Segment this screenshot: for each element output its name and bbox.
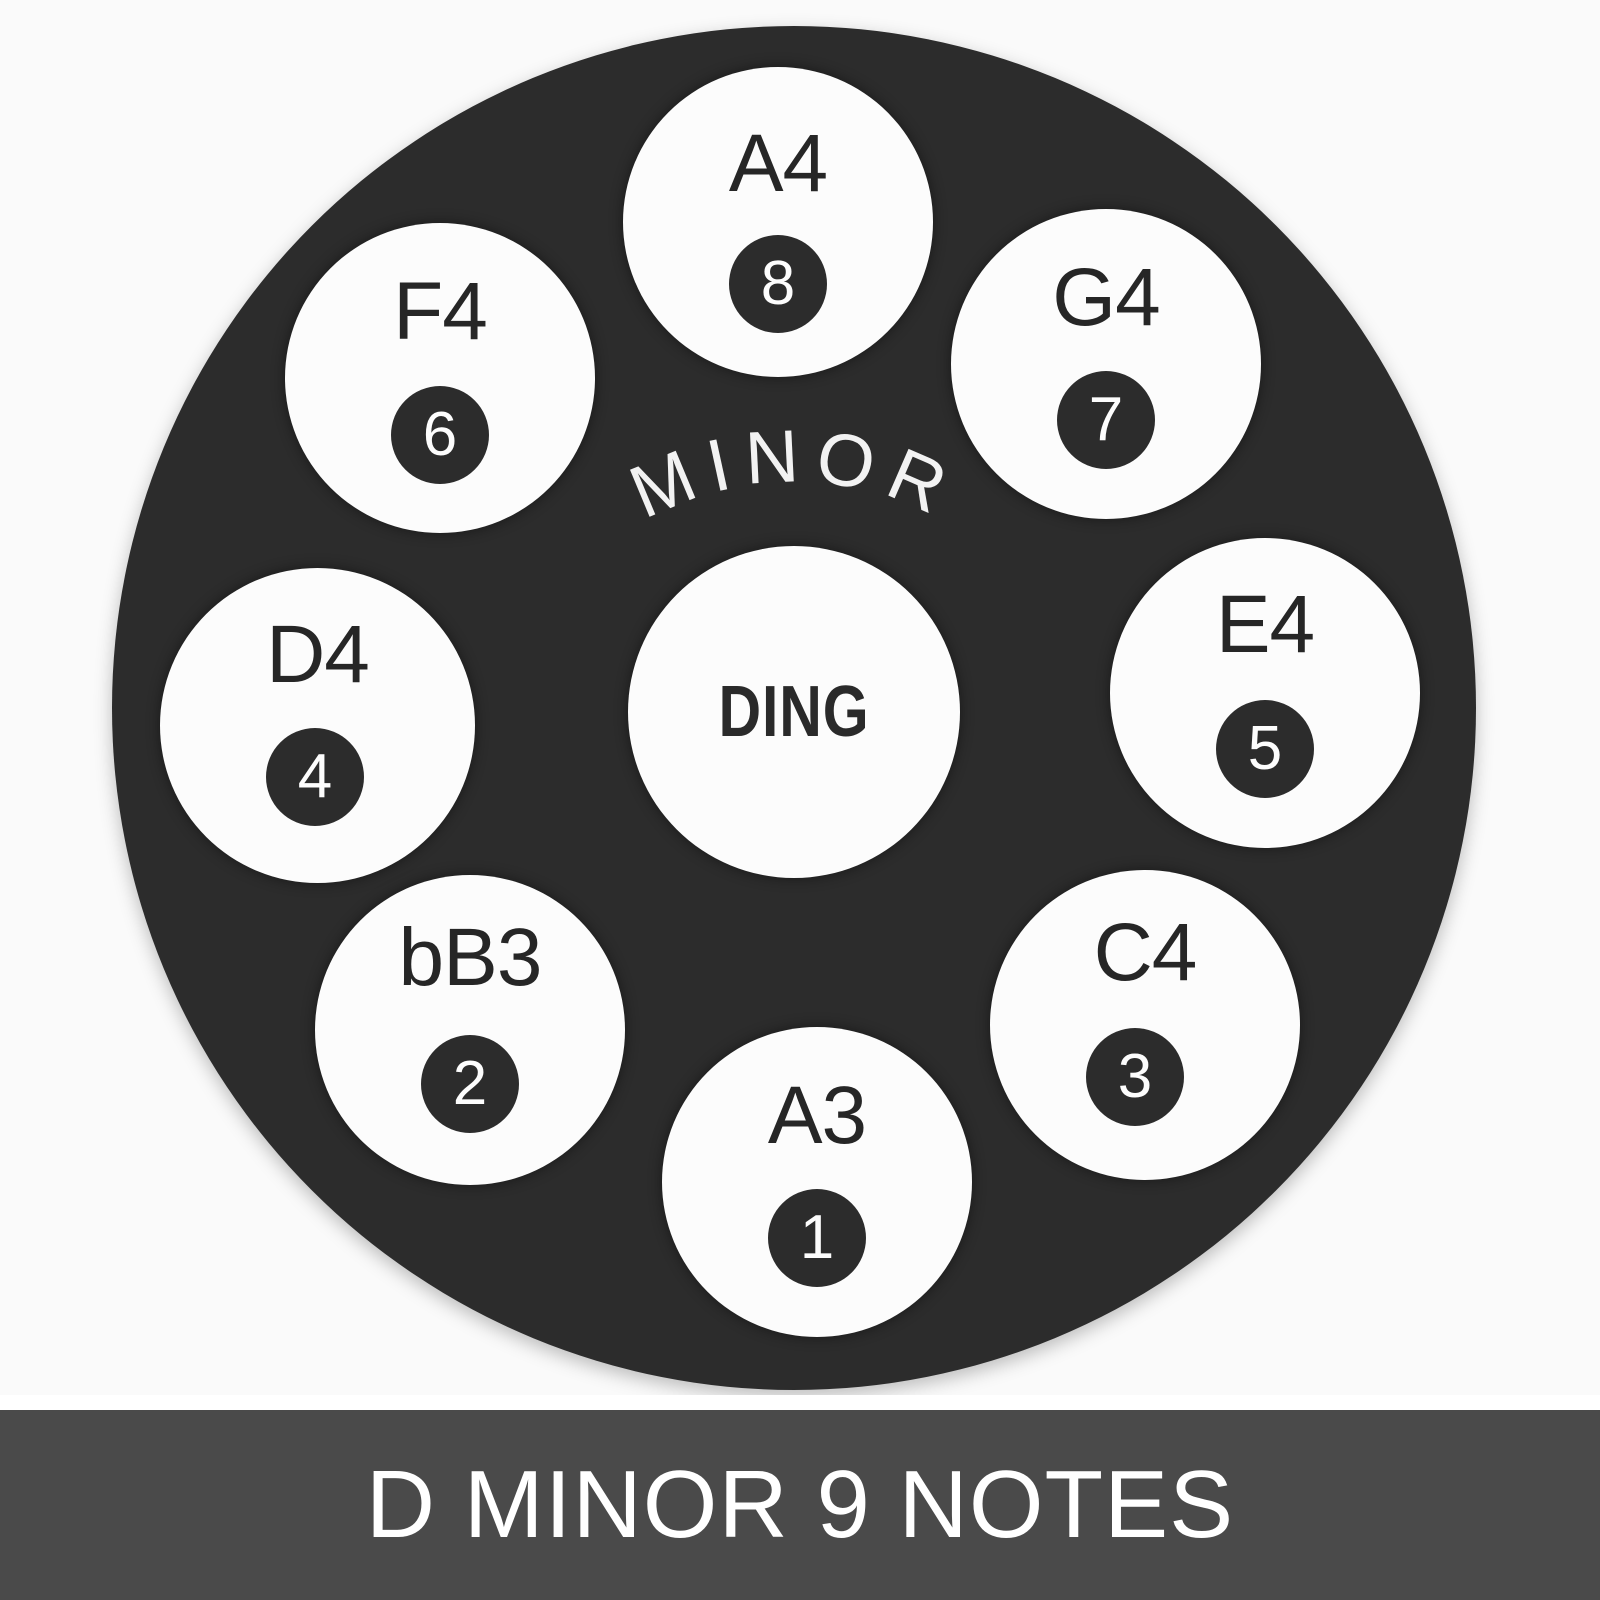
note-label-g4: G4 xyxy=(1052,252,1160,343)
note-label-a3: A3 xyxy=(767,1070,867,1161)
note-badge-bb3: 2 xyxy=(421,1035,519,1133)
note-badge-e4: 5 xyxy=(1216,700,1314,798)
ding-label: DING xyxy=(718,672,870,752)
tonefield-g4[interactable]: G4 7 xyxy=(951,209,1261,519)
note-badge-c4: 3 xyxy=(1086,1028,1184,1126)
note-number-a3: 1 xyxy=(799,1203,835,1272)
tonefield-a3[interactable]: A3 1 xyxy=(662,1027,972,1337)
tonefield-a4[interactable]: A4 8 xyxy=(623,67,933,377)
divider-strip xyxy=(0,1395,1600,1410)
caption-title: D MINOR 9 NOTES xyxy=(365,1451,1235,1558)
note-number-bb3: 2 xyxy=(452,1049,488,1118)
note-label-c4: C4 xyxy=(1093,907,1198,998)
note-number-e4: 5 xyxy=(1247,714,1283,783)
tonefield-d4[interactable]: D4 4 xyxy=(160,568,475,883)
note-number-c4: 3 xyxy=(1117,1042,1153,1111)
note-label-e4: E4 xyxy=(1215,579,1315,670)
note-label-a4: A4 xyxy=(728,118,828,209)
note-badge-a4: 8 xyxy=(729,235,827,333)
tonefield-f4[interactable]: F4 6 xyxy=(285,223,595,533)
caption-banner: D MINOR 9 NOTES xyxy=(0,1410,1600,1600)
note-badge-a3: 1 xyxy=(768,1189,866,1287)
note-number-a4: 8 xyxy=(760,249,796,318)
tonefield-c4[interactable]: C4 3 xyxy=(990,870,1300,1180)
ding-field[interactable]: DING xyxy=(628,546,960,878)
note-number-f4: 6 xyxy=(422,400,458,469)
note-number-g4: 7 xyxy=(1088,385,1124,454)
tonefield-bb3[interactable]: bB3 2 xyxy=(315,875,625,1185)
note-number-d4: 4 xyxy=(297,742,333,811)
note-label-bb3: bB3 xyxy=(398,912,543,1003)
tonefield-e4[interactable]: E4 5 xyxy=(1110,538,1420,848)
note-badge-d4: 4 xyxy=(266,728,364,826)
note-label-d4: D4 xyxy=(266,609,370,700)
note-label-f4: F4 xyxy=(393,266,488,357)
note-badge-g4: 7 xyxy=(1057,371,1155,469)
note-badge-f4: 6 xyxy=(391,386,489,484)
